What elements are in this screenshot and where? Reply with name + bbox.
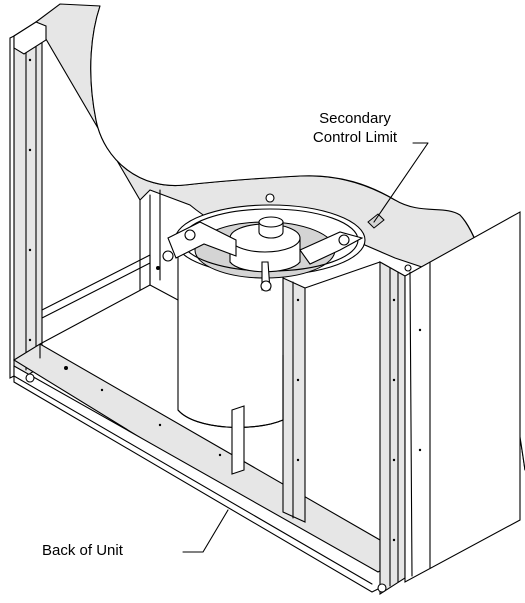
middle-frame-post [282, 277, 306, 523]
secondary-control-limit-label-line1: Secondary [319, 110, 391, 127]
left-frame-post [13, 21, 43, 381]
back-of-unit-leader [182, 509, 229, 553]
foot-left [25, 373, 35, 383]
motor-mount-arm-left [167, 221, 237, 259]
top-panel-torn-edge [90, 0, 525, 470]
housing-bracket [231, 405, 245, 475]
secondary-control-limit-label-line2: Control Limit [312, 129, 398, 146]
secondary-control-limit-label: Secondary Control Limit [300, 109, 410, 147]
back-of-unit-label: Back of Unit [42, 542, 123, 559]
top-left-bracket [13, 21, 47, 55]
foot-right [377, 583, 387, 593]
right-side-panel [404, 211, 521, 583]
rivets [28, 58, 422, 542]
secondary-control-limit-leader [373, 142, 429, 223]
secondary-control-limit-switch [367, 213, 385, 229]
right-frame-post [379, 261, 406, 596]
